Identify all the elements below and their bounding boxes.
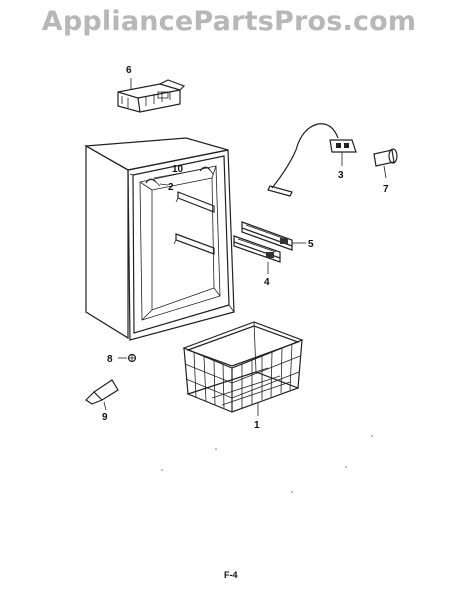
callout-6: 6 [126, 65, 132, 76]
callout-3: 3 [338, 170, 344, 181]
callout-8: 8 [107, 354, 113, 365]
callout-7: 7 [383, 184, 389, 195]
part-1-basket [182, 321, 304, 416]
part-7-knob [373, 148, 398, 179]
cabinet [84, 137, 235, 341]
callout-10: 10 [172, 164, 184, 175]
page-label: F-4 [224, 570, 238, 580]
callout-1: 1 [254, 420, 260, 431]
part-6-bracket [117, 78, 186, 113]
callout-5: 5 [308, 239, 314, 250]
part-3-thermostat [267, 123, 357, 197]
part-5-rail [241, 221, 306, 251]
part-8-screw [118, 353, 137, 363]
part-9-scraper [85, 379, 119, 411]
callout-4: 4 [264, 277, 270, 288]
scan-specks [161, 435, 373, 493]
callout-2: 2 [168, 182, 174, 193]
watermark: AppliancePartsPros.com [41, 6, 417, 37]
part-2-hooks [145, 166, 214, 187]
part-4-rail [233, 235, 281, 274]
leader-10 [153, 169, 199, 179]
callout-9: 9 [102, 412, 108, 423]
leader-2 [159, 183, 169, 186]
